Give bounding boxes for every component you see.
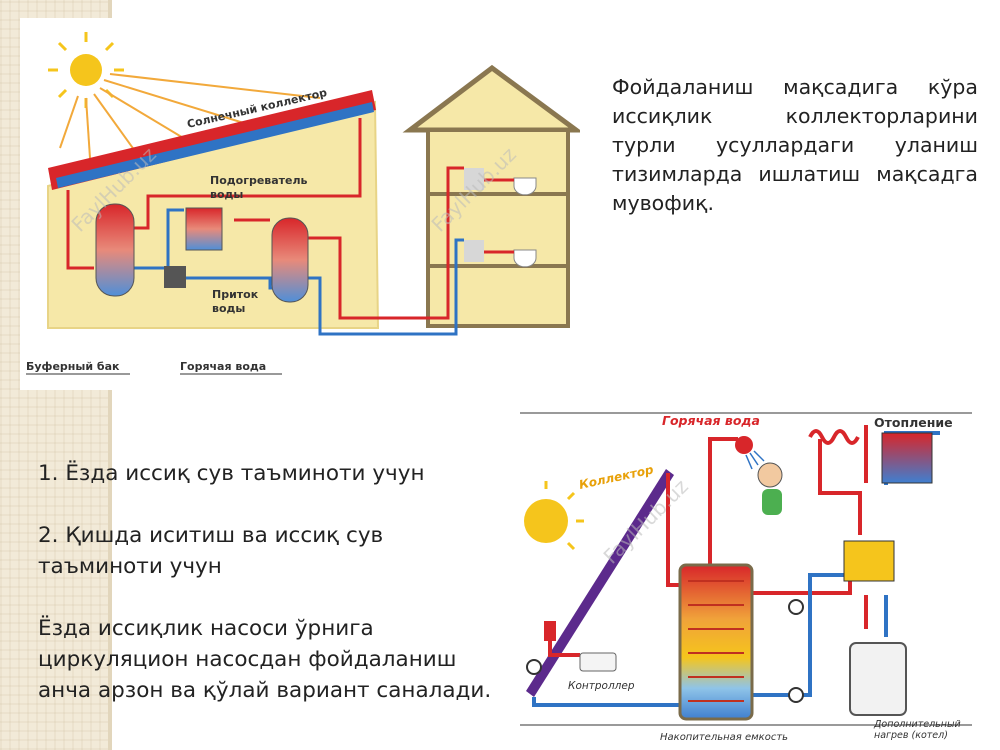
pump-icon [526,659,542,675]
radiator-icon [464,168,484,190]
label-storage: Накопительная емкость [660,732,788,743]
label-hot-water: Горячая вода [662,413,760,428]
bathtub-icon [513,249,537,268]
hot-water-tank [271,217,309,303]
heating-coil [808,429,860,445]
list-item: 2. Қишда иситиш ва иссиқ сув таъминоти у… [38,523,384,579]
pump-icon [788,687,804,703]
bathtub-icon [513,177,537,196]
label-hot-water: Горячая вода [180,360,266,373]
mixing-valve-icon [843,540,895,582]
list-item: 1. Ёзда иссиқ сув таъминоти учун [38,461,425,486]
description-paragraph: Фойдаланиш мақсадига кўра иссиқлик колле… [612,75,978,215]
pipes [66,118,514,336]
label-controller: Контроллер [568,680,635,692]
expansion-tank-icon [544,621,556,641]
collector-panel [526,469,674,697]
sun-icon [524,481,584,551]
control-unit [164,266,186,288]
heating-system-diagram: Горячая вода Отопление Коллектор Контрол… [520,405,982,743]
buffer-tank [95,203,135,297]
solar-collector-panel [56,102,374,188]
controller-icon [579,652,617,672]
pump-icon [788,599,804,615]
storage-tank [678,563,754,721]
list-item: Ёзда иссиқлик насоси ўрнига циркуляцион … [38,616,492,703]
house-body [426,128,570,328]
radiator-icon [464,240,484,262]
label-heating: Отопление [874,415,953,430]
boiler-icon [849,642,907,716]
label-buffer-tank: Буферный бак [26,360,120,373]
water-heater [185,207,223,251]
sun-icon [48,32,321,159]
radiator-icon [881,432,933,484]
person-shower-icon [735,436,783,515]
usage-list: 1. Ёзда иссиқ сув таъминоти учун 2. Қишд… [38,458,508,706]
